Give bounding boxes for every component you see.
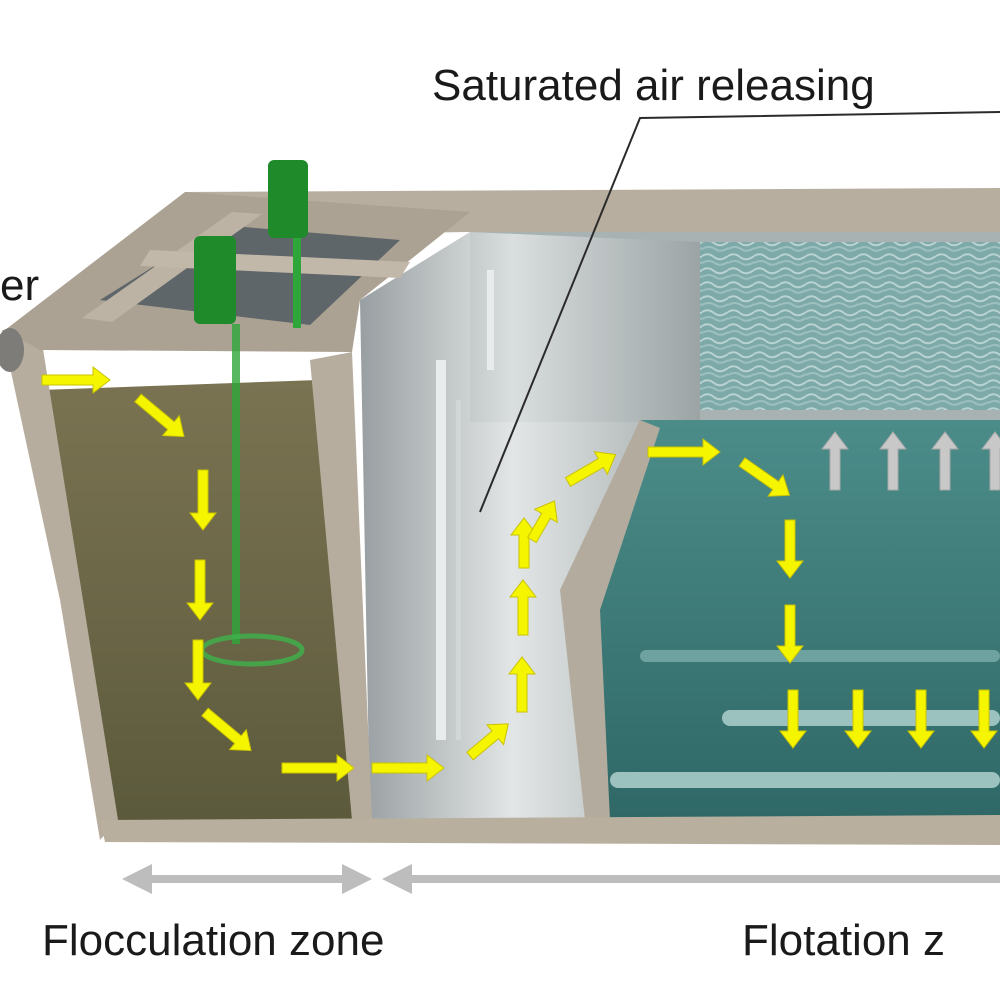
callout-leader-line xyxy=(479,111,1000,513)
flocculation-mixers xyxy=(194,160,308,667)
arrow-icon xyxy=(183,639,213,701)
arrow-icon xyxy=(969,689,999,749)
arrow-icon xyxy=(906,689,936,749)
front-left-wall xyxy=(2,330,118,840)
collector-pipe xyxy=(610,772,1000,788)
arrow-icon xyxy=(647,437,721,467)
arrow-icon xyxy=(188,469,218,531)
mixer-shaft xyxy=(293,238,301,328)
arrow-icon xyxy=(466,723,509,761)
arrow-icon xyxy=(509,517,539,569)
arrow-icon xyxy=(134,393,185,438)
arrow-icon xyxy=(41,365,111,395)
flocculator-opening xyxy=(100,225,400,325)
up-arrow-icon xyxy=(930,431,960,491)
arrow-icon xyxy=(738,457,791,497)
arrow-icon xyxy=(564,451,617,487)
rising-arrows xyxy=(820,431,1000,491)
saturated-air-label: Saturated air releasing xyxy=(432,61,875,110)
arrow-icon xyxy=(371,753,445,783)
release-pipe xyxy=(487,270,494,370)
flotation-water xyxy=(592,420,1000,820)
air-release-pipes xyxy=(436,270,494,740)
arrow-icon xyxy=(843,689,873,749)
arrow-icon xyxy=(201,707,252,752)
arrow-icon xyxy=(507,656,537,713)
inlet-pipe xyxy=(0,328,24,372)
arrow-icon xyxy=(778,689,808,749)
float-sludge-layer xyxy=(700,242,1000,410)
release-pipe xyxy=(456,400,461,740)
up-arrow-icon xyxy=(878,431,908,491)
inlet-label-partial: er xyxy=(0,261,39,310)
up-arrow-icon xyxy=(820,431,850,491)
collector-pipe xyxy=(640,650,1000,662)
flocculation-zone-label: Flocculation zone xyxy=(42,916,384,965)
tank-floor xyxy=(100,815,1000,845)
mixer-shaft xyxy=(232,324,240,644)
arrow-icon xyxy=(281,753,355,783)
arrow-icon xyxy=(185,559,215,621)
tank xyxy=(0,188,1000,845)
mixer-motor-icon xyxy=(194,236,236,324)
flocculation-zone-arrow xyxy=(122,864,372,894)
arrow-icon xyxy=(508,579,538,636)
arrow-icon xyxy=(775,604,805,664)
release-pipe xyxy=(436,360,446,740)
divider-wall xyxy=(310,352,372,820)
mixer-motor-icon xyxy=(268,160,308,238)
arrow-icon xyxy=(527,500,558,544)
baffle-wall xyxy=(560,420,660,820)
arrow-icon xyxy=(775,519,805,579)
flotation-zone-arrow xyxy=(382,864,1000,894)
flow-arrows xyxy=(41,365,999,783)
up-arrow-icon xyxy=(980,431,1000,491)
zone-arrows xyxy=(122,864,1000,894)
flotation-zone-label: Flotation z xyxy=(742,916,945,965)
